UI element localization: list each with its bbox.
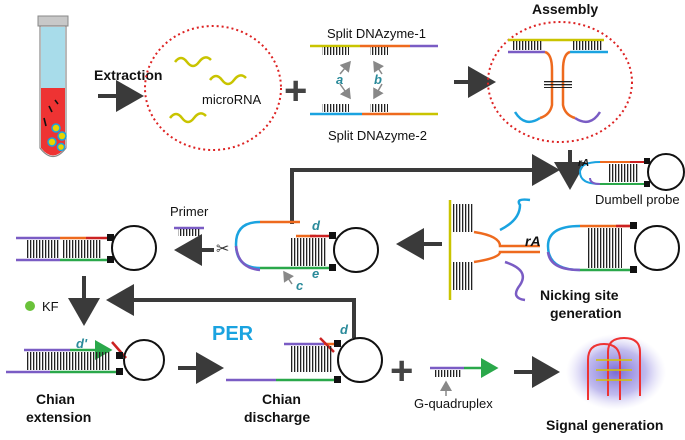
kf-marker: KF bbox=[25, 299, 59, 314]
microrna-circle: microRNA bbox=[144, 25, 282, 151]
chain-extension-complex: d' Chian extension bbox=[6, 336, 165, 425]
signal-generation: Signal generation bbox=[546, 334, 666, 433]
primer: Primer bbox=[170, 204, 209, 236]
plus-sign-1: + bbox=[284, 69, 307, 113]
signal-generation-label: Signal generation bbox=[546, 417, 663, 433]
chain-extension-label-2: extension bbox=[26, 409, 91, 425]
label-a: a bbox=[336, 72, 343, 87]
left-complex bbox=[16, 225, 157, 271]
label-d-discharge: d bbox=[340, 322, 349, 337]
chain-discharge-label-1: Chian bbox=[262, 391, 301, 407]
chain-discharge-label-2: discharge bbox=[244, 409, 310, 425]
label-c: c bbox=[296, 278, 304, 293]
chain-discharge-complex: d Chian discharge bbox=[226, 322, 383, 425]
label-e: e bbox=[312, 266, 319, 281]
loop-arrow-top bbox=[290, 154, 560, 224]
ra-label-small: rA bbox=[578, 158, 589, 169]
dumbell-probe-label: Dumbell probe bbox=[595, 192, 680, 207]
nicking-label-1: Nicking site bbox=[540, 287, 619, 303]
chain-extension-label-1: Chian bbox=[36, 391, 75, 407]
scissors-icon: ✂ bbox=[216, 241, 229, 258]
split-dnazymes: Split DNAzyme-1 Split DNAzyme-2 a b bbox=[310, 26, 438, 143]
split-dnazyme-2-label: Split DNAzyme-2 bbox=[328, 128, 427, 143]
extraction-label: Extraction bbox=[94, 67, 162, 83]
label-b: b bbox=[374, 72, 382, 87]
g-quadruplex-strand: G-quadruplex bbox=[414, 358, 499, 411]
ra-label-big: rA bbox=[525, 233, 541, 249]
g-quadruplex-label: G-quadruplex bbox=[414, 396, 493, 411]
nicking-complex: rA Nicking site generation bbox=[448, 198, 680, 321]
split-dnazyme-1-label: Split DNAzyme-1 bbox=[327, 26, 426, 41]
kf-label: KF bbox=[42, 299, 59, 314]
assembly-circle: Assembly bbox=[487, 1, 633, 143]
loop-arrow-bottom bbox=[106, 284, 356, 338]
label-d-prime: d' bbox=[76, 336, 88, 351]
primer-label: Primer bbox=[170, 204, 209, 219]
assembly-label: Assembly bbox=[532, 1, 598, 17]
microrna-label: microRNA bbox=[202, 92, 262, 107]
plus-sign-2: + bbox=[390, 349, 413, 393]
dumbell-probe: rA Dumbell probe bbox=[578, 153, 685, 207]
test-tube bbox=[37, 15, 69, 158]
nicking-label-2: generation bbox=[550, 305, 622, 321]
label-d-top: d bbox=[312, 218, 321, 233]
per-label: PER bbox=[212, 323, 254, 345]
center-complex: d c e ✂ bbox=[216, 218, 379, 293]
